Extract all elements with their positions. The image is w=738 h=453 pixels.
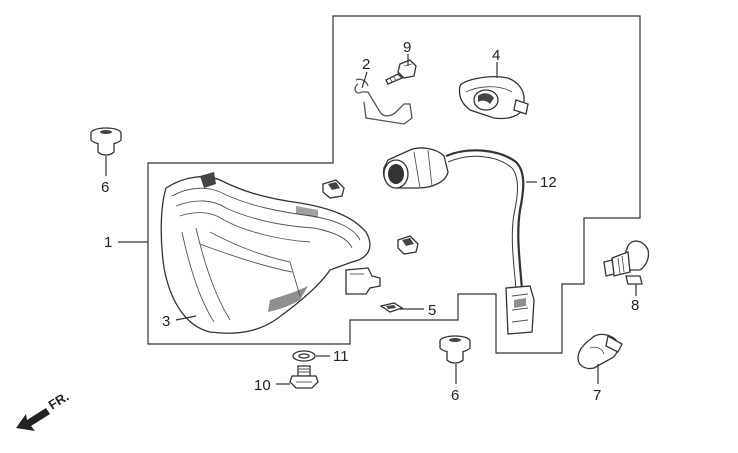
callout-11: 11	[333, 348, 349, 365]
socket-cover-part	[458, 76, 529, 120]
leader-lines	[105, 54, 637, 385]
headlight-assembly	[160, 172, 381, 334]
position-bulb-part	[577, 333, 623, 370]
callout-6a: 6	[101, 179, 109, 196]
leader-2	[361, 71, 368, 89]
clip-nut-part	[379, 302, 404, 313]
callout-10: 10	[254, 377, 271, 394]
mounting-clip-lower	[397, 235, 419, 255]
callout-2: 2	[362, 56, 370, 73]
washer-part	[292, 350, 316, 362]
headlight-bulb-part	[603, 240, 650, 285]
front-arrow-icon	[16, 408, 50, 431]
callout-9: 9	[403, 39, 411, 56]
callout-1: 1	[104, 234, 112, 251]
rubber-grommet-right	[439, 335, 471, 364]
callout-12: 12	[540, 174, 557, 191]
callout-7: 7	[593, 387, 601, 404]
rubber-grommet-left	[90, 127, 122, 156]
callout-3: 3	[162, 313, 170, 330]
front-direction-label: FR.	[46, 389, 72, 413]
callout-8: 8	[631, 297, 639, 314]
mounting-clip-upper	[322, 179, 345, 199]
spring-clip-part	[354, 78, 413, 125]
wire-harness-part	[382, 147, 535, 335]
callout-6b: 6	[451, 387, 459, 404]
bolt-part	[289, 365, 319, 389]
callout-4: 4	[492, 47, 500, 64]
callout-5: 5	[428, 302, 436, 319]
front-direction-indicator: FR.	[16, 389, 71, 431]
screw-part	[385, 59, 417, 85]
leader-3	[175, 315, 197, 321]
assembly-boundary	[147, 15, 641, 354]
